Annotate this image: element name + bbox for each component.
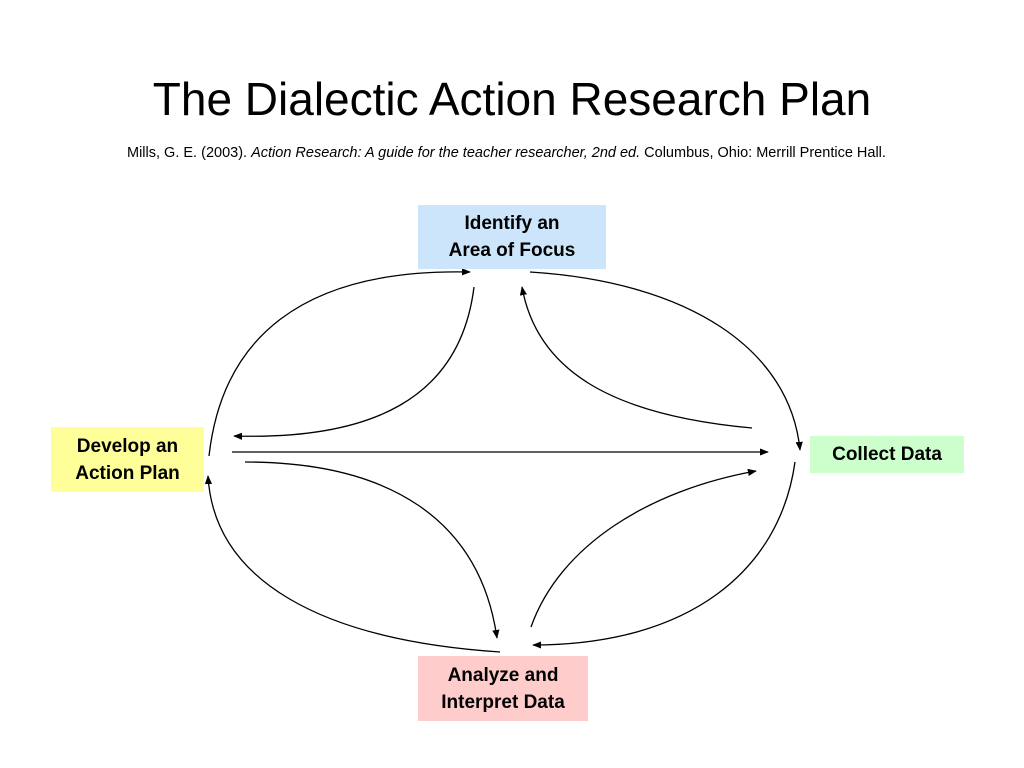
node-focus-line2: Area of Focus	[448, 240, 576, 261]
node-collect-line1: Collect Data	[832, 444, 942, 465]
arrow-focus-to-plan	[233, 286, 475, 440]
citation: Mills, G. E. (2003). Action Research: A …	[127, 144, 974, 163]
arrow-focus-to-collect	[529, 271, 803, 451]
node-focus-line1: Identify an	[464, 213, 560, 234]
node-analyze-interpret: Analyze and Interpret Data	[418, 656, 588, 721]
node-plan-line1: Develop an	[76, 435, 179, 457]
arrow-analyze-to-plan	[204, 475, 501, 653]
arrow-collect-to-analyze	[532, 461, 796, 649]
node-analyze-line2: Interpret Data	[441, 691, 565, 713]
citation-book-title: Action Research: A guide for the teacher…	[251, 145, 641, 161]
node-develop-plan: Develop an Action Plan	[51, 427, 204, 492]
slide-title: The Dialectic Action Research Plan	[152, 73, 872, 125]
arrow-analyze-to-collect	[530, 468, 757, 628]
arrow-plan-to-focus	[208, 268, 471, 457]
citation-authors: Mills, G. E. (2003).	[127, 145, 248, 161]
node-collect-data: Collect Data	[810, 436, 964, 473]
arrow-collect-to-focus	[519, 286, 753, 429]
node-identify-focus: Identify an Area of Focus	[418, 205, 606, 269]
arrow-plan-to-analyze	[244, 461, 500, 639]
node-plan-line2: Action Plan	[75, 462, 180, 484]
citation-publisher: Columbus, Ohio: Merrill Prentice Hall.	[644, 145, 886, 161]
node-analyze-line1: Analyze and	[447, 664, 559, 686]
